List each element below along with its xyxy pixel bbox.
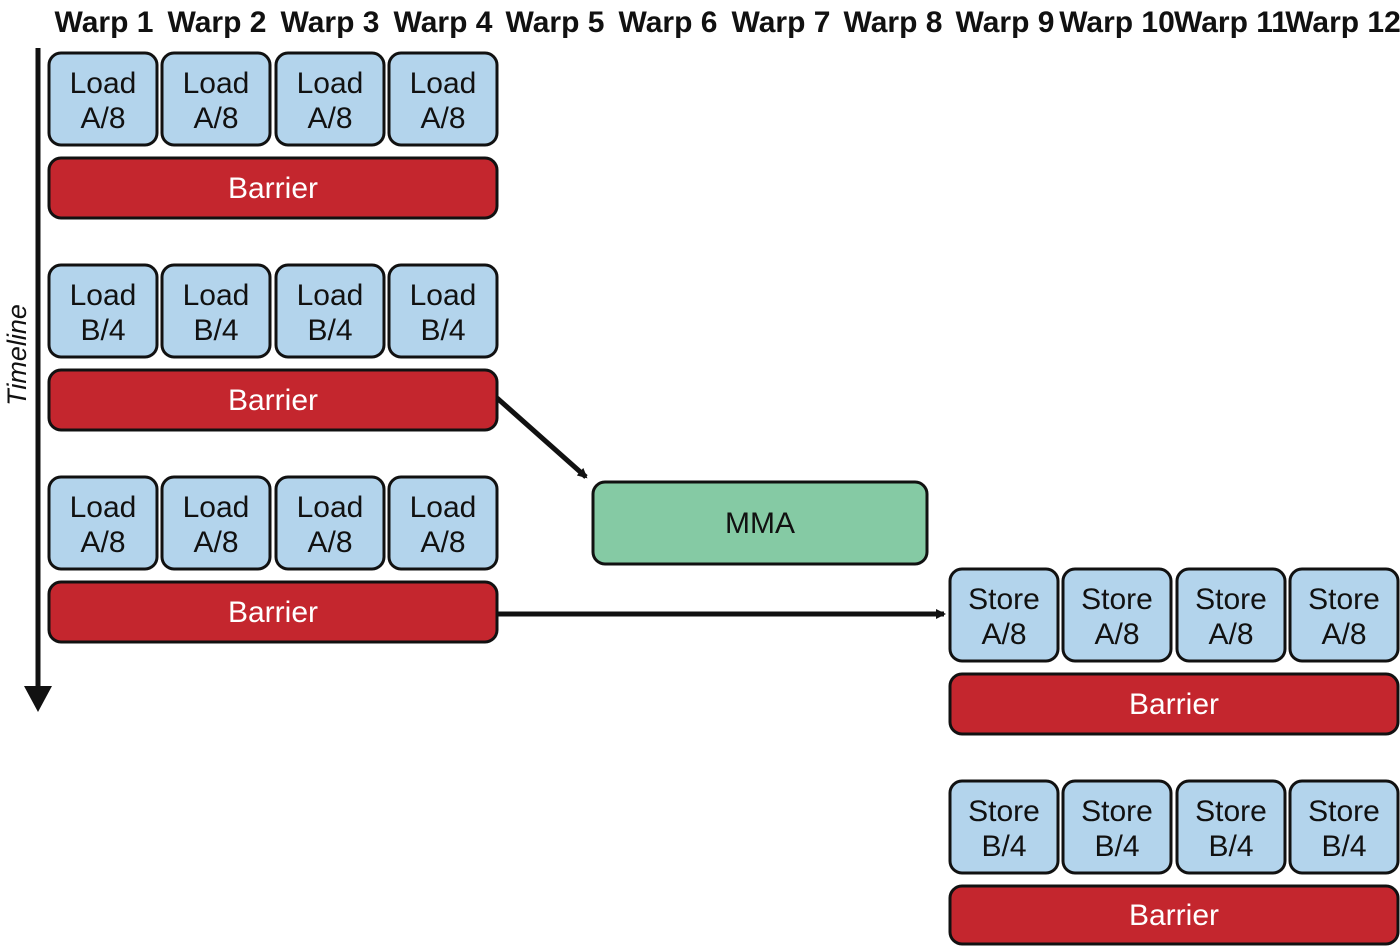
warp-header-1: Warp 1 (55, 6, 154, 39)
task-op: Load (410, 279, 477, 312)
task-box: Store A/8 (1175, 567, 1287, 663)
task-box: Store A/8 (1288, 567, 1400, 663)
barrier: Barrier (948, 884, 1400, 946)
barrier: Barrier (948, 672, 1400, 736)
task-operand: A/8 (193, 526, 238, 559)
task-box: Load A/8 (387, 475, 499, 571)
barrier: Barrier (47, 580, 499, 644)
task-operand: A/8 (1321, 618, 1366, 651)
task-op: Store (1195, 795, 1267, 828)
task-operand: B/4 (420, 314, 465, 347)
task-op: Load (297, 67, 364, 100)
warp-header-11: Warp 11 (1174, 6, 1288, 39)
group-store-b: Store B/4 Store B/4 Store B/4 Store B/4 … (948, 779, 1400, 946)
task-op: Store (1195, 583, 1267, 616)
task-op: Store (968, 795, 1040, 828)
task-box: Load B/4 (274, 263, 386, 359)
mma-label: MMA (725, 507, 795, 540)
task-operand: B/4 (80, 314, 125, 347)
warp-header-4: Warp 4 (394, 6, 493, 39)
task-box: Store B/4 (1288, 779, 1400, 875)
task-operand: A/8 (1208, 618, 1253, 651)
warp-header-9: Warp 9 (956, 6, 1055, 39)
task-box: Load B/4 (47, 263, 159, 359)
task-operand: A/8 (193, 102, 238, 135)
warp-header-5: Warp 5 (506, 6, 605, 39)
mma-box: MMA (591, 480, 929, 566)
warp-header-12: Warp 12 (1285, 6, 1400, 39)
warp-header-2: Warp 2 (168, 6, 267, 39)
barrier-label: Barrier (228, 384, 318, 417)
timeline-axis: Timeline (2, 48, 52, 712)
task-operand: A/8 (307, 526, 352, 559)
task-op: Load (297, 491, 364, 524)
task-operand: B/4 (307, 314, 352, 347)
group-load-a-1: Load A/8 Load A/8 Load A/8 Load A/8 Barr… (47, 51, 499, 220)
task-operand: A/8 (1094, 618, 1139, 651)
task-box: Store B/4 (1175, 779, 1287, 875)
task-operand: A/8 (80, 526, 125, 559)
warp-header-7: Warp 7 (732, 6, 831, 39)
task-box: Store A/8 (1061, 567, 1173, 663)
warp-header-6: Warp 6 (619, 6, 718, 39)
edges (495, 396, 946, 619)
warp-headers: Warp 1 Warp 2 Warp 3 Warp 4 Warp 5 Warp … (55, 6, 1400, 39)
task-box: Load B/4 (387, 263, 499, 359)
task-op: Load (410, 67, 477, 100)
task-op: Store (1308, 583, 1380, 616)
barrier-label: Barrier (228, 172, 318, 205)
task-operand: A/8 (981, 618, 1026, 651)
task-op: Store (968, 583, 1040, 616)
task-op: Load (297, 279, 364, 312)
warp-header-10: Warp 10 (1059, 6, 1175, 39)
task-box: Load B/4 (160, 263, 272, 359)
task-op: Store (1081, 583, 1153, 616)
warp-header-3: Warp 3 (281, 6, 380, 39)
task-operand: B/4 (1321, 830, 1366, 863)
edge-barrier-to-mma (495, 396, 588, 479)
task-box: Load A/8 (47, 51, 159, 147)
timeline-arrow-icon (24, 686, 52, 712)
task-op: Load (70, 279, 137, 312)
task-op: Load (410, 491, 477, 524)
task-operand: A/8 (420, 102, 465, 135)
task-box: Load A/8 (274, 475, 386, 571)
task-box: Load A/8 (160, 475, 272, 571)
barrier-label: Barrier (1129, 899, 1219, 932)
task-operand: B/4 (1094, 830, 1139, 863)
timeline-label: Timeline (2, 304, 32, 406)
task-box: Load A/8 (160, 51, 272, 147)
warp-header-8: Warp 8 (844, 6, 943, 39)
task-box: Store B/4 (948, 779, 1060, 875)
task-op: Store (1081, 795, 1153, 828)
group-load-a-2: Load A/8 Load A/8 Load A/8 Load A/8 Barr… (47, 475, 499, 644)
barrier: Barrier (47, 368, 499, 432)
task-op: Load (70, 67, 137, 100)
barrier-label: Barrier (228, 596, 318, 629)
task-op: Load (70, 491, 137, 524)
group-load-b: Load B/4 Load B/4 Load B/4 Load B/4 Barr… (47, 263, 499, 432)
barrier-label: Barrier (1129, 688, 1219, 721)
task-operand: B/4 (193, 314, 238, 347)
task-box: Load A/8 (47, 475, 159, 571)
barrier: Barrier (47, 156, 499, 220)
task-op: Load (183, 279, 250, 312)
task-op: Store (1308, 795, 1380, 828)
task-box: Load A/8 (274, 51, 386, 147)
task-box: Store B/4 (1061, 779, 1173, 875)
task-op: Load (183, 491, 250, 524)
group-store-a: Store A/8 Store A/8 Store A/8 Store A/8 … (948, 567, 1400, 736)
task-box: Load A/8 (387, 51, 499, 147)
task-operand: B/4 (981, 830, 1026, 863)
task-op: Load (183, 67, 250, 100)
task-operand: A/8 (307, 102, 352, 135)
task-operand: A/8 (420, 526, 465, 559)
task-box: Store A/8 (948, 567, 1060, 663)
task-operand: A/8 (80, 102, 125, 135)
task-operand: B/4 (1208, 830, 1253, 863)
